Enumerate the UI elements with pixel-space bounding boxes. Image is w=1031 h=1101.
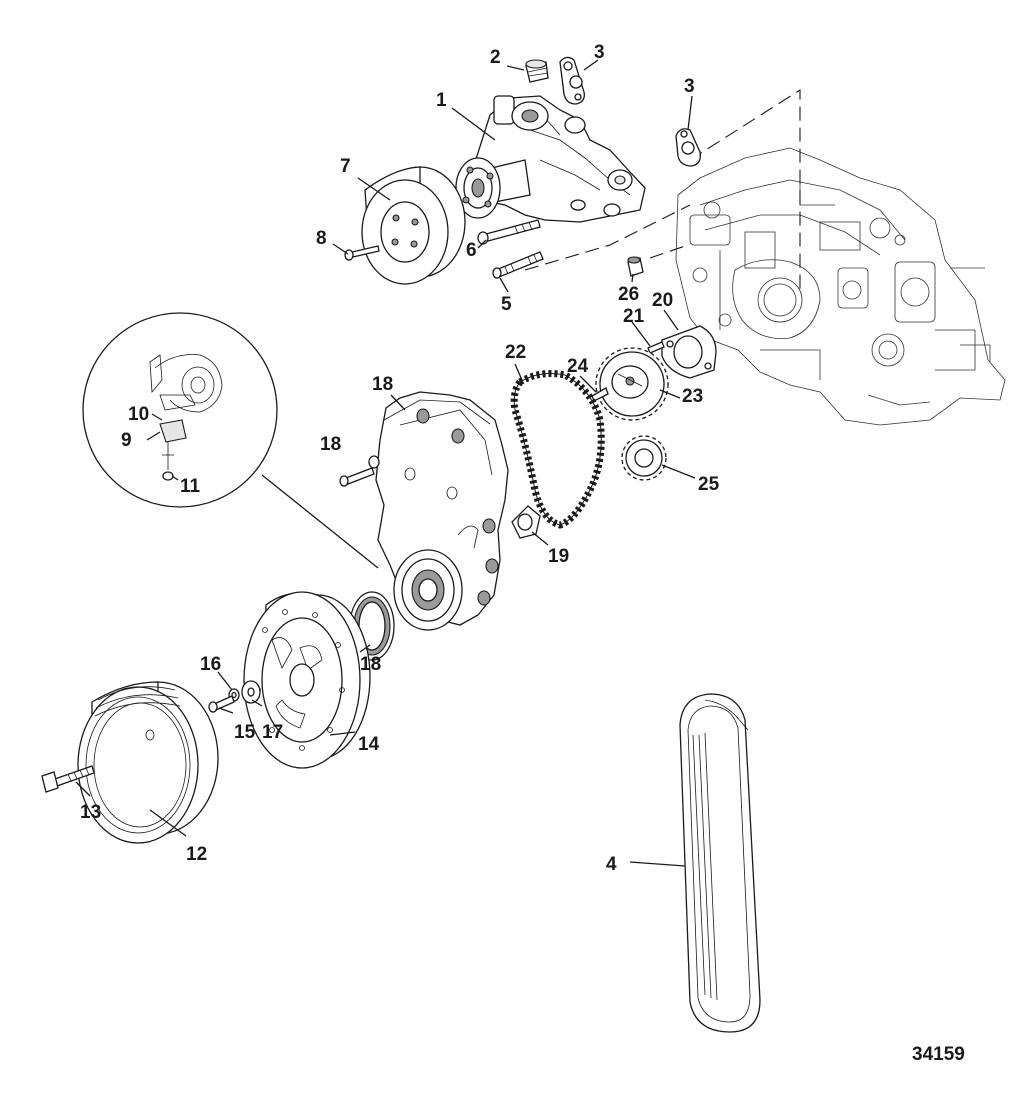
water-pump (455, 95, 646, 223)
callout-21: 21 (623, 306, 645, 327)
callout-20: 20 (652, 290, 673, 311)
figure-number: 34159 (912, 1044, 965, 1065)
gasket-pump (559, 56, 585, 105)
crankshaft-pulley (77, 681, 219, 844)
callout-26: 26 (618, 284, 639, 305)
callout-23: 23 (682, 386, 703, 407)
callout-4: 4 (606, 854, 617, 875)
callout-9: 9 (121, 430, 132, 451)
drive-belt (679, 693, 761, 1033)
callout-6: 6 (466, 240, 477, 261)
spacer (511, 505, 541, 539)
callouts: 1 2 3 3 7 8 6 5 26 20 21 22 24 23 25 19 … (80, 42, 720, 875)
callout-11: 11 (180, 476, 201, 497)
callout-19: 19 (548, 546, 569, 567)
callout-18: 18 (372, 374, 393, 395)
callout-8: 8 (316, 228, 327, 249)
callout-15: 15 (234, 722, 256, 743)
callout-16: 16 (200, 654, 221, 675)
gasket-block (675, 128, 701, 167)
callout-3: 3 (594, 42, 605, 63)
callout-3: 3 (684, 76, 695, 97)
balancer-washer (241, 680, 261, 704)
crank-pulley-bolt (41, 765, 95, 793)
pump-bolt (477, 219, 541, 245)
pump-stud (492, 251, 544, 279)
timing-cover (368, 391, 509, 631)
callout-12: 12 (186, 844, 207, 865)
thrust-plate-bolt (647, 341, 665, 354)
cover-bolt (339, 467, 375, 487)
callout-17: 17 (262, 722, 283, 743)
callout-2: 2 (490, 47, 501, 68)
balancer-bolt (208, 695, 235, 713)
callout-18: 18 (320, 434, 341, 455)
callout-14: 14 (358, 734, 380, 755)
callout-13: 13 (80, 802, 101, 823)
thrust-plate (661, 325, 717, 379)
callout-1: 1 (436, 90, 447, 111)
callout-25: 25 (698, 474, 720, 495)
harmonic-balancer (243, 591, 371, 769)
inset-detail (82, 312, 278, 508)
callout-18: 18 (360, 654, 381, 675)
pulley-bolt (344, 245, 380, 261)
inset-leader (261, 474, 379, 569)
callout-7: 7 (340, 156, 351, 177)
camshaft-sprocket (595, 347, 669, 421)
callout-22: 22 (505, 342, 526, 363)
crankshaft-sprocket (621, 435, 667, 481)
callout-10: 10 (128, 404, 149, 425)
callout-5: 5 (501, 294, 512, 315)
block-plug (627, 256, 644, 277)
callout-24: 24 (567, 356, 589, 377)
leader-lines (75, 59, 696, 867)
timing-chain (510, 370, 605, 529)
pipe-plug (525, 59, 549, 83)
alignment-lines (524, 88, 801, 290)
sprocket-bolt (591, 387, 609, 402)
engine-block (675, 147, 1006, 426)
pump-pulley (361, 166, 466, 285)
